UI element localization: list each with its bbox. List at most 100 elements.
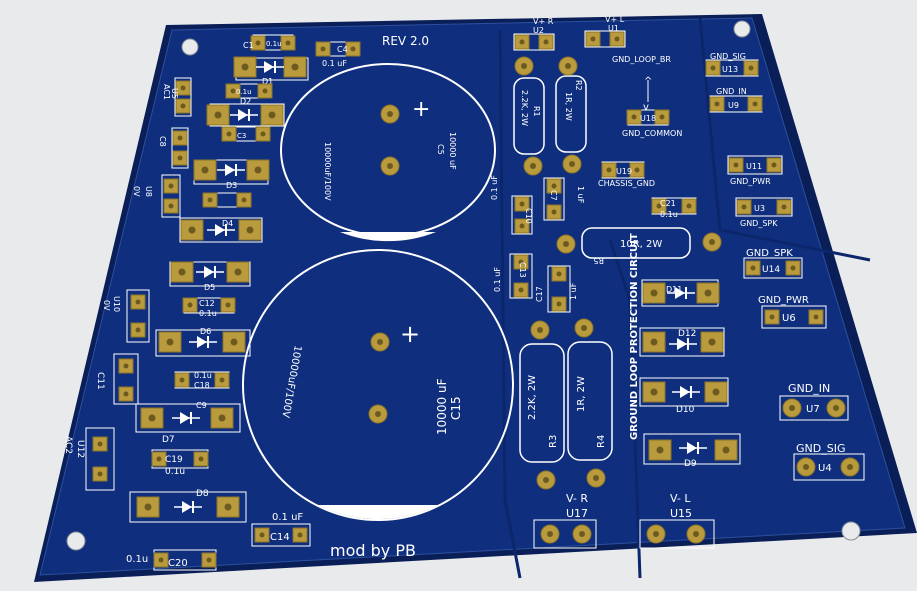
svg-text:GND_SIG: GND_SIG <box>710 52 746 61</box>
svg-text:C8: C8 <box>158 136 167 147</box>
svg-text:1 uF: 1 uF <box>576 186 585 204</box>
svg-text:GND_COMMON: GND_COMMON <box>622 129 682 138</box>
svg-text:1R, 2W: 1R, 2W <box>564 92 573 121</box>
svg-text:D1: D1 <box>262 77 273 86</box>
svg-text:0V: 0V <box>132 186 141 197</box>
svg-text:10R, 2W: 10R, 2W <box>620 239 662 250</box>
connector-u9: GND_IN U9 <box>709 87 763 113</box>
diode-d3: D3 <box>193 159 270 190</box>
svg-text:U1: U1 <box>608 24 619 33</box>
capacitor-c10: 0.1 uF C10 <box>490 175 533 235</box>
polarity-plus: + <box>412 97 430 122</box>
svg-text:GND_LOOP_BR: GND_LOOP_BR <box>612 55 671 64</box>
connector-u13: GND_SIG U13 <box>705 52 759 77</box>
capacitor-c18: 0.1u C18 <box>174 371 230 390</box>
c5-label: C5 <box>436 144 445 155</box>
svg-text:V- L: V- L <box>670 492 691 505</box>
diode-d1: D1 <box>233 56 309 86</box>
svg-text:C1: C1 <box>243 41 254 50</box>
connector-u4: GND_SIG U4 <box>793 442 865 481</box>
svg-text:C19: C19 <box>165 455 183 465</box>
capacitor-c12: C12 0.1u <box>182 297 236 318</box>
svg-text:C12: C12 <box>199 299 215 308</box>
svg-text:0.1u: 0.1u <box>266 40 282 48</box>
c15-value: 10000 uF <box>435 378 449 435</box>
capacitor-c11: C11 <box>95 353 139 405</box>
svg-text:2.2K, 2W: 2.2K, 2W <box>520 90 529 126</box>
capacitor-c20: C20 0.1u <box>126 549 217 571</box>
svg-text:D8: D8 <box>196 489 209 499</box>
svg-text:D11: D11 <box>666 285 682 294</box>
svg-text:C17: C17 <box>535 286 544 302</box>
board-credit: mod by PB <box>330 541 416 560</box>
svg-text:0.1 uF: 0.1 uF <box>272 512 303 523</box>
connector-u7: GND_IN U7 <box>779 382 849 421</box>
svg-text:0.1 uF: 0.1 uF <box>322 59 347 68</box>
svg-text:1R, 2W: 1R, 2W <box>576 376 587 412</box>
svg-text:C7: C7 <box>549 190 558 201</box>
c5-marking: 10000uF/100V <box>323 142 332 201</box>
resistor-r5: 10R, 2W R5 <box>556 227 722 265</box>
diode-d2: D2 <box>206 97 285 127</box>
diode-d11: D11 <box>641 279 720 307</box>
connector-u5: AC1 U5 <box>162 77 192 117</box>
svg-text:V+ L: V+ L <box>605 15 625 24</box>
svg-text:U4: U4 <box>818 463 832 474</box>
c5-value: 10000 uF <box>448 132 457 170</box>
capacitor-c17: C17 1 uF <box>535 265 578 313</box>
svg-text:V+ R: V+ R <box>533 17 554 26</box>
connector-u19: U19 CHASSIS_GND <box>598 161 655 188</box>
svg-text:U11: U11 <box>746 162 762 171</box>
copper-divider <box>498 29 522 579</box>
svg-text:C4: C4 <box>337 45 348 54</box>
svg-text:U7: U7 <box>806 404 820 415</box>
diode-d6: D6 <box>155 327 251 357</box>
mounting-hole <box>66 531 86 551</box>
svg-text:D5: D5 <box>204 283 215 292</box>
capacitor-c21: C21 0.1u <box>651 197 697 219</box>
svg-text:GND_SPK: GND_SPK <box>746 248 793 259</box>
svg-text:V- R: V- R <box>566 492 588 505</box>
svg-text:CHASSIS_GND: CHASSIS_GND <box>598 179 655 188</box>
diode-d12: D12 <box>639 327 725 357</box>
c15-label: C15 <box>449 396 463 420</box>
resistor-r3: 2.2K, 2W R3 <box>519 320 565 490</box>
svg-text:D9: D9 <box>684 459 697 469</box>
connector-u8: 0V U8 <box>132 174 181 218</box>
diode-d9: D9 <box>643 433 741 469</box>
capacitor-c8: C8 <box>158 127 189 169</box>
resistor-r1: 2.2K, 2W R1 <box>513 56 545 176</box>
svg-text:U19: U19 <box>616 167 632 176</box>
svg-text:GND_SIG: GND_SIG <box>796 442 845 455</box>
capacitor-c19: C19 0.1u <box>151 449 209 477</box>
svg-text:C3: C3 <box>237 132 246 140</box>
svg-text:0.1u: 0.1u <box>194 371 212 380</box>
svg-text:AC1: AC1 <box>162 84 171 100</box>
capacitor-c7: C7 1 uF <box>543 177 585 221</box>
svg-text:D7: D7 <box>162 435 175 445</box>
diode-d4: D4 <box>179 217 263 243</box>
resistor-r2: 1R, 2W R2 <box>555 56 587 174</box>
capacitor-c4: C4 0.1 uF <box>315 41 361 68</box>
svg-text:U6: U6 <box>782 313 796 324</box>
svg-text:R1: R1 <box>532 106 541 117</box>
svg-text:U9: U9 <box>728 101 739 110</box>
svg-text:U12: U12 <box>75 440 85 458</box>
svg-text:U17: U17 <box>566 507 588 520</box>
svg-text:U2: U2 <box>533 26 544 35</box>
capacitor-c2: 0.1u <box>225 83 273 99</box>
svg-text:U14: U14 <box>762 265 780 275</box>
connector-u17: V- R U17 <box>533 492 597 549</box>
pcb-body <box>39 17 906 576</box>
svg-text:U10: U10 <box>112 296 121 312</box>
capacitor-c9: C9 <box>196 401 207 410</box>
svg-text:R5: R5 <box>593 256 604 265</box>
connector-u11: U11 GND_PWR <box>727 155 783 186</box>
svg-text:D10: D10 <box>676 405 695 415</box>
svg-text:0.1u: 0.1u <box>236 88 252 96</box>
svg-text:R4: R4 <box>596 435 607 448</box>
svg-text:GND_SPK: GND_SPK <box>740 219 778 228</box>
board-revision: REV 2.0 <box>382 34 429 48</box>
